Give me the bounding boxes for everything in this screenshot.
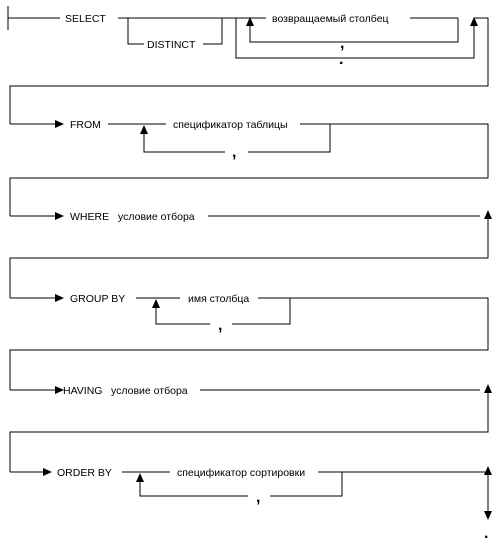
order-by-skip-arrow [484,466,492,475]
star-branch [235,18,475,59]
column-comma: , [340,35,344,52]
group-comma: , [218,317,222,334]
group-by-clause: GROUP BY имя столбца , [9,293,489,390]
order-by-entry-arrow [43,468,52,476]
where-skip-arrow [484,210,492,219]
order-by-clause: ORDER BY спецификатор сортировки , . [10,466,492,542]
table-spec-label: спецификатор таблицы [173,119,288,131]
from-exit-line [9,123,489,216]
group-comma-loop-return [155,306,210,325]
group-by-exit-line [9,297,489,390]
group-column-label: имя столбца [188,293,249,305]
distinct-branch-return [203,18,223,45]
having-exit-line [9,390,489,472]
final-arrow [484,511,492,520]
select-exit-line [9,17,489,124]
star-symbol: . [339,51,343,68]
sort-spec-label: спецификатор сортировки [177,467,305,479]
where-entry-arrow [55,212,64,220]
table-comma-loop [248,124,331,153]
from-clause: FROM спецификатор таблицы , [9,119,489,216]
where-keyword: WHERE [70,211,109,223]
where-exit-line [9,216,489,298]
where-condition-label: условие отбора [118,211,195,223]
order-by-keyword: ORDER BY [57,467,112,479]
sort-comma-loop-return [139,480,248,497]
sort-loop-arrow [136,473,144,482]
column-loop-arrow [246,17,254,26]
table-comma-loop-return [143,132,225,153]
group-by-entry-arrow [55,294,64,302]
group-comma-loop [232,298,291,325]
table-comma: , [232,144,236,161]
distinct-branch [127,18,144,45]
group-loop-arrow [152,299,160,308]
having-clause: HAVING условие отбора [9,384,492,472]
column-comma-loop [249,18,459,43]
from-entry-arrow [55,120,64,128]
having-entry-arrow [55,386,64,394]
where-clause: WHERE условие отбора [9,210,492,298]
terminator-symbol: . [484,525,488,542]
having-skip-arrow [484,384,492,393]
sort-comma-loop [270,472,343,497]
from-keyword: FROM [70,119,101,131]
sort-comma: , [256,489,260,506]
select-keyword: SELECT [65,13,106,25]
star-branch-arrow [470,17,478,26]
having-condition-label: условие отбора [111,385,188,397]
distinct-keyword: DISTINCT [147,39,196,51]
table-loop-arrow [140,125,148,134]
having-keyword: HAVING [63,385,102,397]
group-by-keyword: GROUP BY [70,293,125,305]
select-clause: SELECT DISTINCT возвращаемый столбец , . [7,6,489,124]
column-label: возвращаемый столбец [272,13,389,25]
